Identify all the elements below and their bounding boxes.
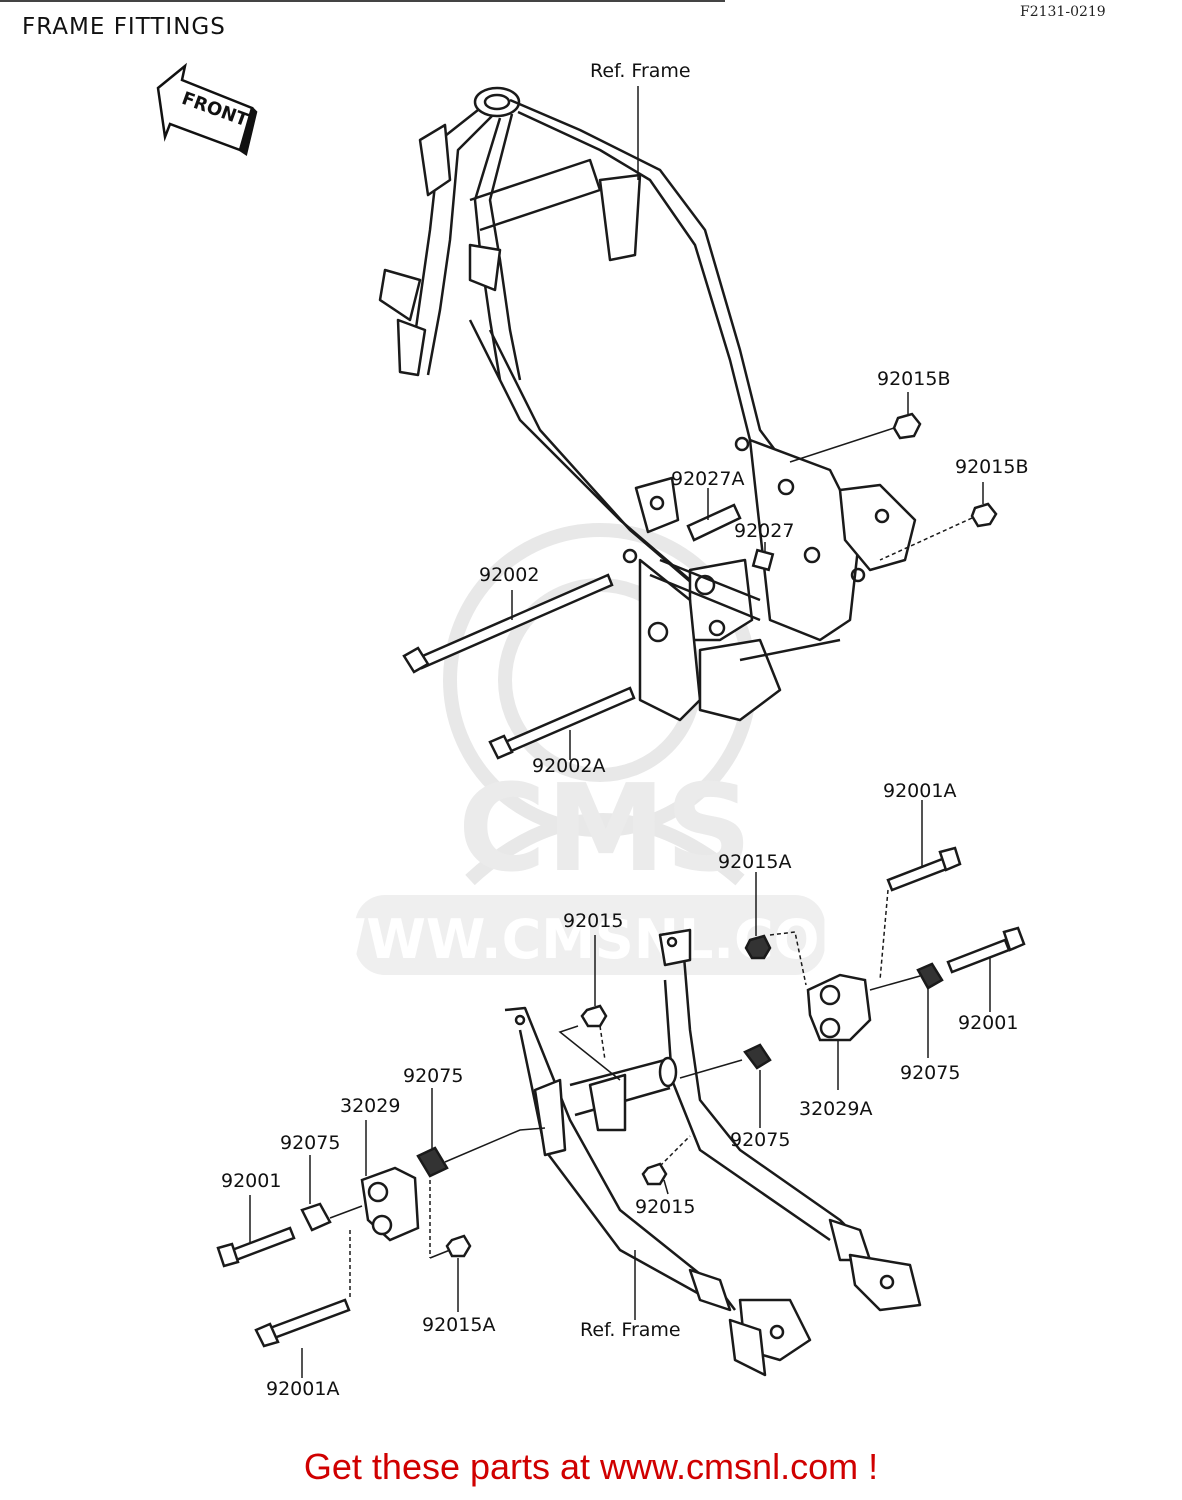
label-92075-left: 92075	[403, 1065, 464, 1087]
bolt-head-92002	[402, 646, 430, 674]
upper-leaders	[511, 86, 984, 760]
footer-link-text[interactable]: Get these parts at www.cmsnl.com !	[303, 1446, 879, 1487]
label-92015a-lower: 92015A	[422, 1314, 496, 1336]
label-92001a-lower: 92001A	[266, 1378, 340, 1400]
label-32029a: 32029A	[799, 1098, 873, 1120]
label-32029: 32029	[340, 1095, 401, 1117]
svg-text:CMS: CMS	[458, 760, 752, 899]
upper-fasteners	[402, 412, 998, 760]
nut-92015b-right	[970, 502, 998, 528]
label-92075-farleft: 92075	[280, 1132, 341, 1154]
label-92001-right: 92001	[958, 1012, 1019, 1034]
label-92027a: 92027A	[671, 468, 745, 490]
diagram-code: F2131-0219	[1020, 4, 1106, 20]
svg-text:WWW.CMSNL.COM: WWW.CMSNL.COM	[307, 908, 873, 971]
front-arrow-icon: FRONT	[156, 62, 258, 157]
label-92075-middle: 92075	[730, 1129, 791, 1151]
label-92002a: 92002A	[532, 755, 606, 777]
nut-92015b-upper	[892, 412, 922, 440]
label-ref-frame-lower: Ref. Frame	[580, 1319, 681, 1341]
label-92027: 92027	[734, 520, 795, 542]
sleeve-92027a	[686, 503, 742, 542]
upper-frame	[378, 86, 917, 722]
collar-92027	[751, 548, 775, 572]
label-92015a-upper: 92015A	[718, 851, 792, 873]
label-92075-right: 92075	[900, 1062, 961, 1084]
label-ref-frame-upper: Ref. Frame	[590, 60, 691, 82]
lower-fasteners	[216, 846, 1026, 1348]
label-92001-left: 92001	[221, 1170, 282, 1192]
label-92015b-right: 92015B	[955, 456, 1029, 478]
bolt-head-92002a	[488, 734, 514, 760]
page-title: FRAME FITTINGS	[22, 14, 226, 40]
label-92015-lower: 92015	[635, 1196, 696, 1218]
cms-watermark-text: CMS WWW.CMSNL.COM	[307, 760, 873, 975]
label-92001a-upper: 92001A	[883, 780, 957, 802]
label-92015-upper: 92015	[563, 910, 624, 932]
label-92002: 92002	[479, 564, 540, 586]
lower-leaders	[249, 800, 991, 1378]
top-rule	[0, 0, 725, 2]
label-92015b-upper: 92015B	[877, 368, 951, 390]
lower-frame	[504, 928, 922, 1377]
